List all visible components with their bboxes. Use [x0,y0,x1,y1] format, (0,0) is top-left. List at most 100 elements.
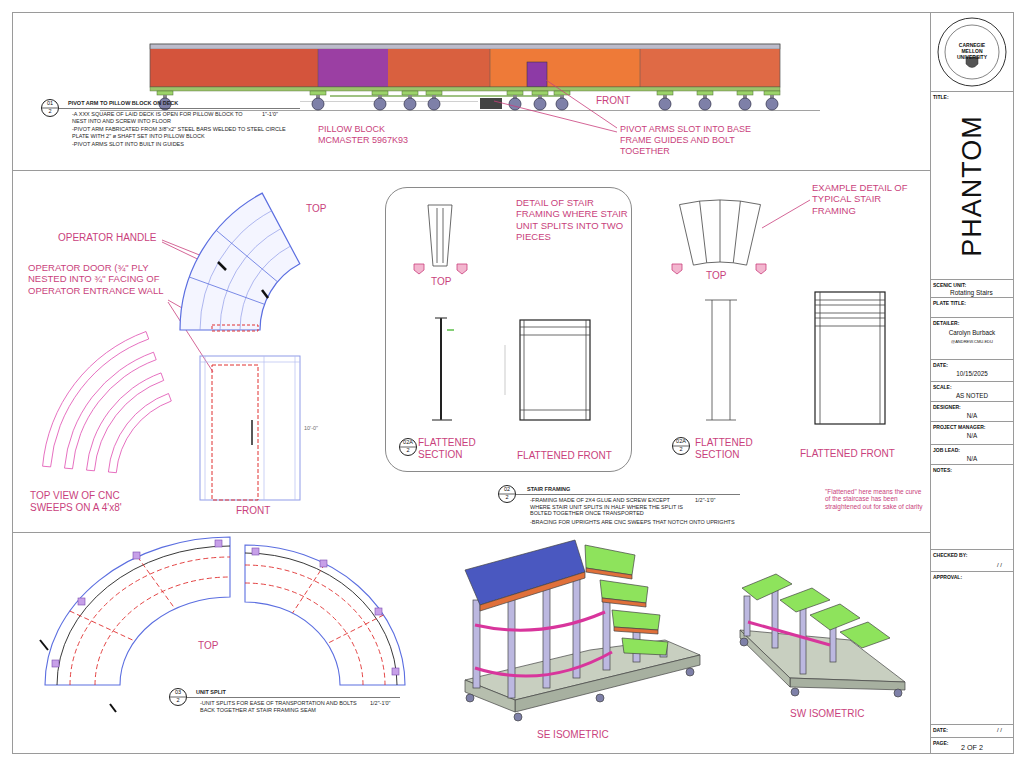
callout-label: OPERATOR DOOR (¾" PLY NESTED INTO ¾" FAC… [28,262,183,296]
cnc-sweeps [43,332,172,473]
stair-top-view [240,246,290,330]
node-text: / / [997,562,1002,569]
note-rule [59,108,300,109]
stair-top-view [212,325,258,331]
sw-isometric-view [740,638,748,646]
split-detail-drawing [435,317,447,318]
split-detail-drawing [440,318,442,420]
node-text: Rotating Stairs [950,289,993,297]
cell-label: CHECKED BY: [933,552,967,558]
se-isometric-view [603,598,610,670]
stair-top-view [218,262,226,270]
se-isometric-view [514,713,522,721]
sheet-border [13,13,1014,754]
deck-front-elevation [657,91,673,110]
typical-detail-drawing [730,300,731,420]
node-text: 2 [170,698,186,704]
node-text: N/A [930,432,1014,440]
note-text: -PIVOT ARM FABRICATED FROM 3/8"x2" STEEL… [72,126,297,139]
node-text: 2 [400,448,416,454]
cell-label: DETAILER: [933,320,959,326]
title-block-cell: CHECKED BY: / / [930,550,1014,572]
se-isometric-view [480,572,585,611]
cell-label: PROJECT MANAGER: [933,424,986,430]
stair-top-view [216,230,277,281]
cell-label: APPROVAL: [933,574,962,580]
view-title: FLATTENED FRONT [800,448,895,460]
sw-isometric-view [800,608,806,674]
stair-front-view [295,356,296,500]
split-detail-drawing [428,205,452,266]
node-text: 2 OF 2 [930,744,1014,753]
deck-front-elevation [388,49,490,87]
leader-line [762,200,810,228]
node-text: @ANDREW.CMU.EDU [930,340,1014,345]
split-detail-drawing [505,345,506,395]
stair-front-view [200,362,300,363]
unit-split-top-view [293,564,326,613]
deck-front-elevation [764,91,780,110]
cell-label: PLATE TITLE: [933,300,966,306]
clarification-note: "Flattened" here means the curve of the … [825,488,925,510]
note-rule [516,494,740,495]
deck-front-elevation [490,49,640,87]
unit-split-top-view [138,557,176,609]
typical-detail-drawing [672,200,885,424]
stair-front-view [200,356,300,500]
deck-front-elevation [300,101,478,102]
typical-detail-drawing [680,200,761,265]
title-block-cell: DATE: 10/15/2025 [930,360,1014,382]
sw-isometric-view [744,596,750,636]
se-isometric-view [465,680,515,712]
split-detail-drawing [520,335,590,336]
view-title: TOP VIEW OF CNC SWEEPS ON A 4'x8' [30,490,145,514]
typical-detail-drawing [720,200,721,262]
title-block-cell: PLATE TITLE: [930,298,1014,318]
node-text: Carolyn Burback [930,329,1014,337]
note-heading: STAIR FRAMING [527,486,570,493]
note-text: -BRACING FOR UPRIGHTS ARE CNC SWEEPS THA… [530,519,735,526]
node-text: CARNEGIE MELLON UNIVERSITY [949,42,995,60]
view-title: FLATTENED FRONT [517,450,612,462]
stair-front-view [200,356,300,500]
node-text: 10/15/2025 [930,370,1014,378]
note-text: -FRAMING MADE OF 2X4 GLUE AND SCREW EXCE… [530,497,690,517]
se-isometric-view [466,694,474,702]
deck-front-elevation [554,91,570,110]
deck-front-elevation [640,49,641,87]
cnc-sweeps [87,373,164,471]
view-title: FLATTENED SECTION [695,437,767,461]
split-detail-drawing [524,320,525,420]
title-block-cell: TITLE:PHANTOM [930,92,1014,280]
typical-detail-drawing [815,300,885,301]
deck-front-elevation [150,44,780,49]
cell-label: DATE: [933,362,948,368]
view-title: TOP [306,203,326,215]
typical-detail-drawing [815,326,885,327]
university-seal [938,18,1006,86]
deck-front-elevation [527,62,547,87]
unit-split-top-view [252,548,259,555]
sw-isometric-view [748,622,830,645]
se-isometric-view [596,694,604,702]
unit-split-top-view [40,537,405,712]
detail-callout: 032 [169,688,187,706]
note-heading: UNIT SPLIT [196,689,226,696]
typical-detail-drawing [712,300,713,420]
cnc-sweeps [108,394,171,473]
deck-front-elevation [330,95,560,97]
cell-label: SCENIC UNIT: [933,282,966,288]
deck-front-elevation [402,91,418,110]
cell-label: DATE: [933,727,948,733]
se-isometric-view [602,598,646,607]
se-isometric-view [622,638,668,655]
unit-split-top-view [95,577,230,685]
title-block-cell: DATE:/ / [930,725,1014,738]
cell-label: TITLE: [933,94,949,100]
detail-callout: 02A2 [399,438,417,456]
stair-top-view [180,193,300,330]
unit-split-top-view [110,704,116,712]
split-detail-drawing [520,320,590,420]
sheet-border [12,532,930,533]
